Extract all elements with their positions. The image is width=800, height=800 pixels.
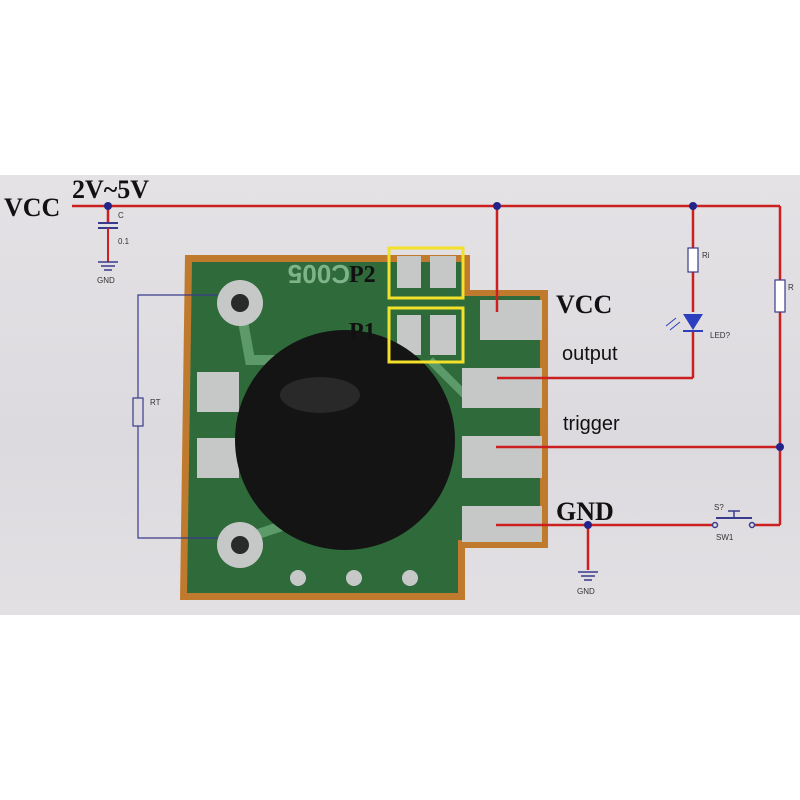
- vcc-pin-label: VCC: [556, 290, 612, 319]
- switch-sw1: [711, 510, 756, 529]
- switch-ref-label: S?: [714, 503, 724, 512]
- bottom-via: [290, 570, 306, 586]
- cap-ref-label: C: [118, 211, 124, 220]
- pcb-board: C005: [180, 255, 548, 600]
- led-symbol: [665, 314, 703, 332]
- capacitor-symbol: C 0.1: [98, 211, 130, 262]
- left-pad-1: [197, 372, 239, 412]
- vcc-left-label: VCC: [4, 193, 60, 222]
- p2-label: P2: [349, 262, 376, 288]
- pin-vcc-pad: [480, 300, 542, 340]
- switch-name-label: SW1: [716, 533, 734, 542]
- gnd-bottom-label: GND: [577, 587, 595, 596]
- red-wires: [72, 204, 782, 570]
- voltage-label: 2V~5V: [72, 175, 149, 204]
- blob-highlight: [280, 377, 360, 413]
- board-marking: C005: [288, 259, 350, 289]
- trigger-label: trigger: [563, 413, 620, 435]
- pin-output-pad: [462, 368, 542, 408]
- pin-trigger-pad: [462, 436, 542, 478]
- output-label: output: [562, 343, 618, 365]
- r-label: R: [788, 283, 794, 292]
- mounting-hole-top-center: [231, 294, 249, 312]
- gnd-pin-label: GND: [556, 497, 614, 526]
- gnd-left-label: GND: [97, 276, 115, 285]
- ri-resistor: [687, 247, 699, 273]
- bottom-via: [402, 570, 418, 586]
- p2-pad-left: [397, 256, 421, 288]
- p2-highlight-box: [387, 246, 465, 300]
- left-pad-2: [197, 438, 239, 478]
- rt-label: RT: [150, 398, 161, 407]
- bottom-via: [346, 570, 362, 586]
- p1-label: P1: [349, 319, 376, 345]
- p1-pad-right: [430, 315, 456, 355]
- gnd-symbol-bottom: [578, 571, 598, 581]
- p1-highlight-box: [387, 306, 465, 364]
- led-label: LED?: [710, 331, 731, 340]
- r-resistor: [774, 279, 786, 313]
- cap-value-label: 0.1: [118, 237, 130, 246]
- ri-label: Ri: [702, 251, 710, 260]
- rt-resistor: [132, 294, 218, 539]
- p2-pad-right: [430, 256, 456, 288]
- gnd-symbol-left: [98, 261, 118, 271]
- mounting-hole-bottom-center: [231, 536, 249, 554]
- junction-dots: [104, 202, 784, 529]
